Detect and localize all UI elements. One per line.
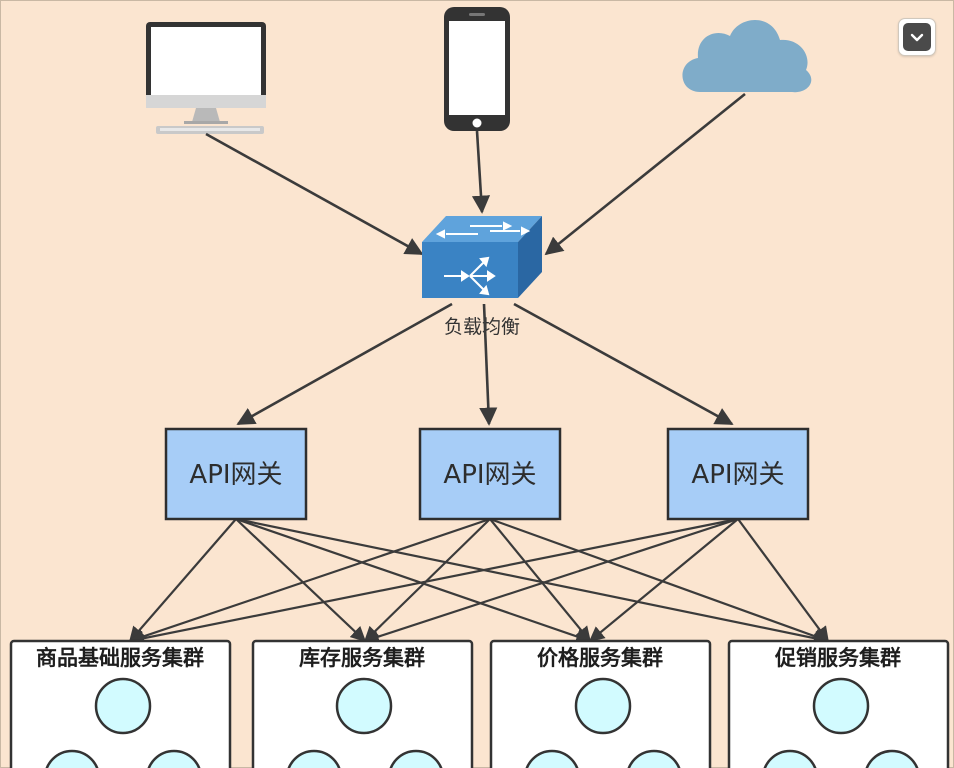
service-node	[287, 749, 341, 768]
edge-desktop-lb	[205, 132, 424, 256]
api-gateway-1: API网关	[164, 427, 308, 521]
edge-lb-gw1	[236, 302, 453, 426]
service-node	[812, 677, 870, 735]
cluster-promotion-label: 促销服务集群	[774, 646, 901, 670]
edge-gw2-c3	[489, 518, 591, 643]
service-node	[335, 677, 393, 735]
service-node	[147, 749, 201, 768]
service-node	[525, 749, 579, 768]
edge-gw1-c3	[235, 517, 592, 644]
chevron-down-icon	[903, 23, 931, 51]
service-node	[389, 749, 443, 768]
smartphone-icon	[444, 7, 510, 131]
edge-lb-gw2	[479, 303, 498, 426]
api-gateway-2-label: API网关	[443, 460, 536, 490]
collapse-button[interactable]	[898, 18, 936, 56]
cluster-price-label: 价格服务集群	[537, 646, 663, 670]
cloud-icon	[682, 20, 812, 93]
api-gateway-2: API网关	[418, 427, 562, 521]
edge-gw2-c4	[489, 517, 830, 644]
api-gateway-3: API网关	[666, 427, 810, 521]
cluster-price: 价格服务集群	[489, 639, 712, 768]
cluster-inventory-label: 库存服务集群	[299, 646, 425, 670]
edge-phone-lb	[471, 130, 491, 214]
device-edges	[205, 92, 746, 256]
api-gateway-1-label: API网关	[189, 460, 282, 490]
api-gateway-3-label: API网关	[691, 460, 784, 490]
gateway-cluster-edges	[128, 517, 830, 646]
service-node	[627, 749, 681, 768]
edge-lb-gw3	[513, 302, 734, 426]
edge-gw3-c1	[128, 517, 739, 646]
edge-gw2-c1	[128, 517, 491, 644]
edge-gw3-c4	[737, 518, 829, 643]
cluster-promotion: 促销服务集群	[727, 639, 950, 768]
edge-cloud-lb	[544, 92, 746, 256]
service-node	[763, 749, 817, 768]
service-node	[574, 677, 632, 735]
edge-gw2-c2	[363, 518, 491, 643]
edge-gw3-c3	[588, 518, 739, 642]
cluster-inventory: 库存服务集群	[251, 639, 474, 768]
cluster-product-base: 商品基础服务集群	[9, 639, 232, 768]
desktop-monitor-icon	[146, 22, 266, 134]
edge-gw1-c1	[128, 518, 237, 643]
load-balancer-label: 负载均衡	[444, 316, 520, 338]
cluster-product-base-label: 商品基础服务集群	[36, 646, 204, 670]
service-node	[94, 677, 152, 735]
network-switch-icon	[422, 216, 542, 298]
service-node	[45, 749, 99, 768]
edge-gw1-c4	[235, 517, 830, 646]
service-node	[865, 749, 919, 768]
edge-gw3-c2	[363, 517, 739, 645]
edge-gw1-c2	[235, 518, 367, 643]
lb-gateway-edges	[236, 302, 734, 426]
